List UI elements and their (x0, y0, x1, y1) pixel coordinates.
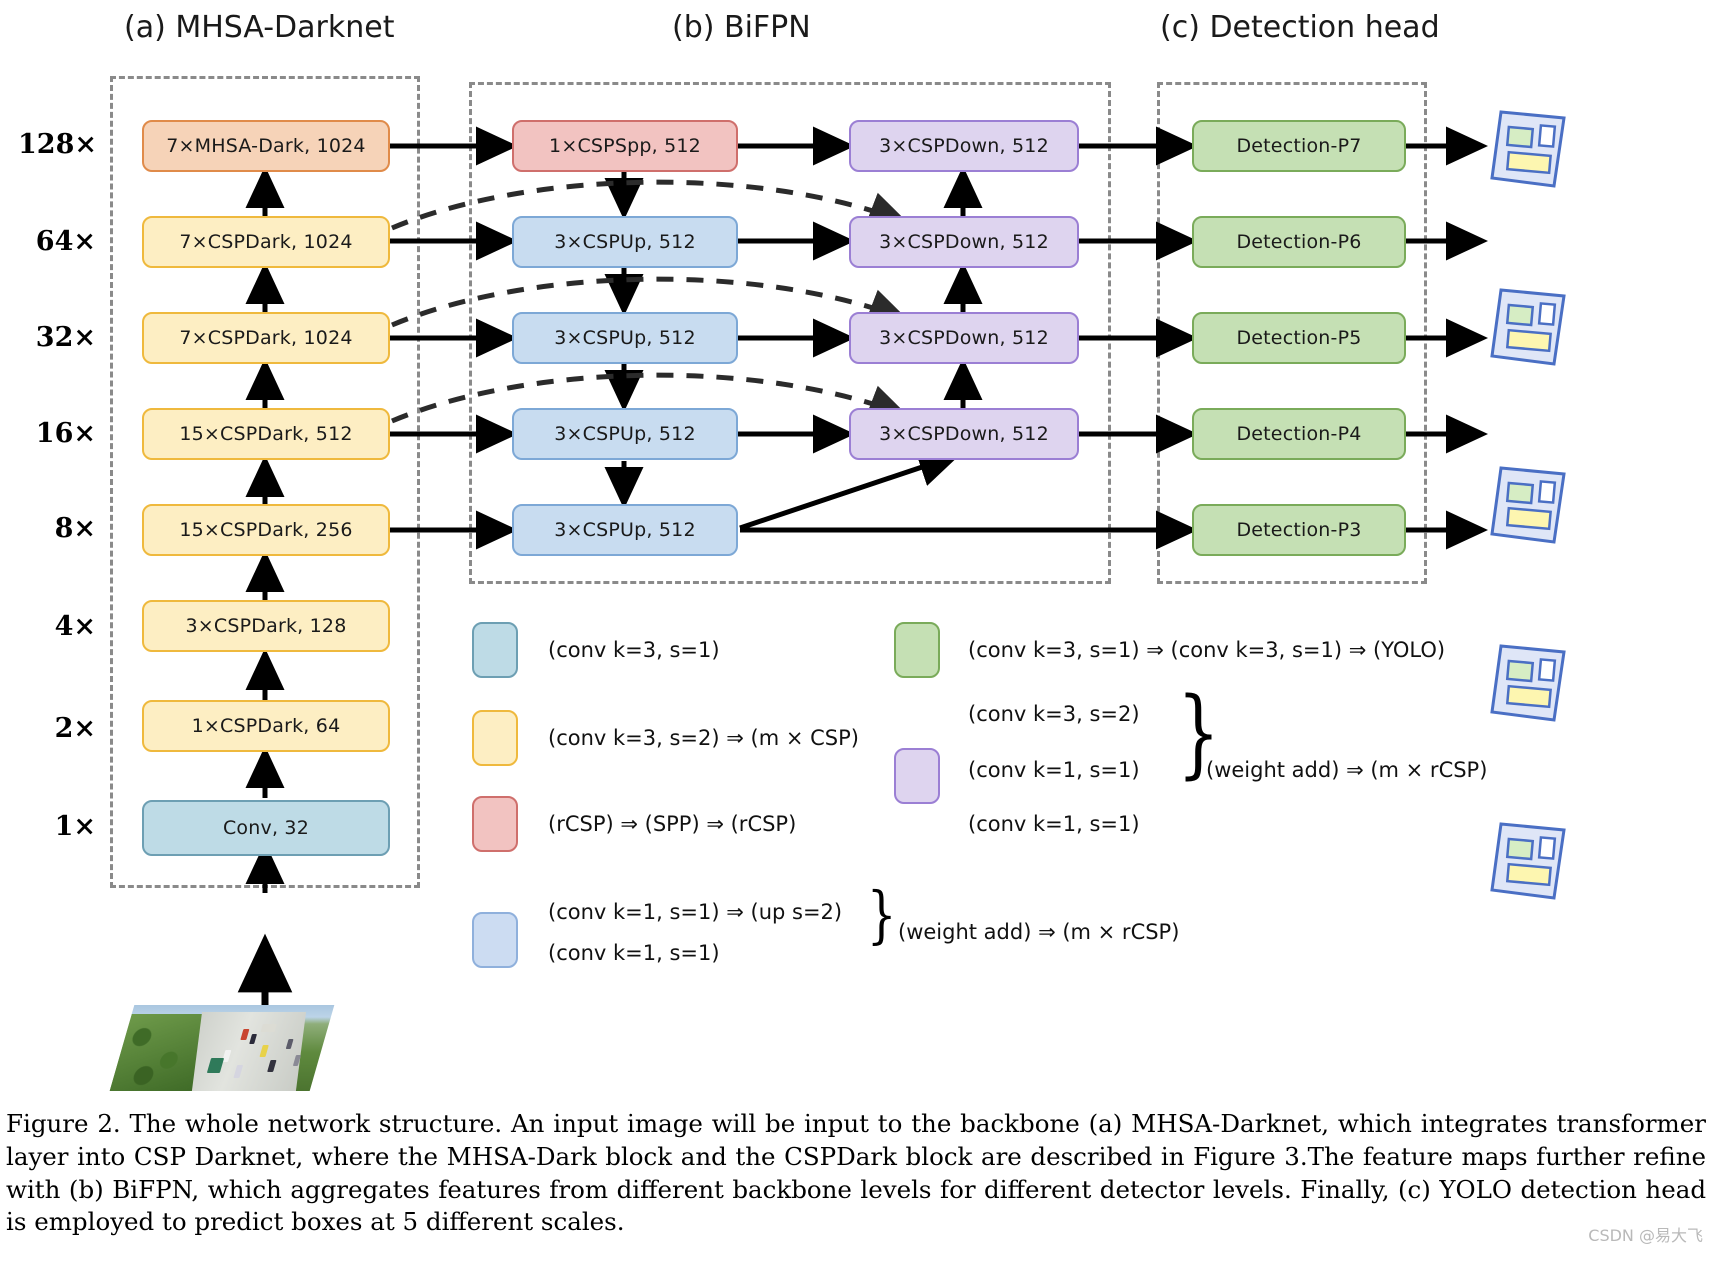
legend-swatch-cspspp (472, 796, 518, 852)
backbone-block-cspdark-128[interactable]: 3×CSPDark, 128 (142, 600, 390, 652)
input-image-thumbnail (109, 1005, 335, 1091)
legend-swatch-detection (894, 622, 940, 678)
legend-brace-cspup: } (866, 878, 897, 951)
backbone-block-cspdark-1024-b[interactable]: 7×CSPDark, 1024 (142, 312, 390, 364)
legend-brace-cspdown: } (1177, 677, 1220, 789)
output-feature-map-p3 (1488, 820, 1566, 902)
legend-label-cspdark: (conv k=3, s=2) ⇒ (m × CSP) (548, 726, 859, 750)
scale-label-4x: 4× (54, 611, 96, 642)
bifpn-block-cspdown-512-2[interactable]: 3×CSPDown, 512 (849, 216, 1079, 268)
legend-swatch-conv (472, 622, 518, 678)
legend-label-cspup-line1: (conv k=1, s=1) ⇒ (up s=2) (548, 900, 843, 924)
backbone-block-mhsa-dark-1024[interactable]: 7×MHSA-Dark, 1024 (142, 120, 390, 172)
legend-label-conv: (conv k=3, s=1) (548, 638, 720, 662)
legend-label-cspspp: (rCSP) ⇒ (SPP) ⇒ (rCSP) (548, 812, 797, 836)
frame-backbone (110, 76, 420, 888)
bifpn-block-cspup-512-2[interactable]: 3×CSPUp, 512 (512, 312, 738, 364)
legend-label-cspdown-result: (weight add) ⇒ (m × rCSP) (1206, 758, 1488, 782)
scale-label-128x: 128× (18, 129, 97, 160)
legend-label-cspup-result: (weight add) ⇒ (m × rCSP) (898, 920, 1180, 944)
bifpn-block-cspup-512-3[interactable]: 3×CSPUp, 512 (512, 408, 738, 460)
scale-label-16x: 16× (35, 418, 96, 449)
scale-label-8x: 8× (54, 513, 96, 544)
scale-label-32x: 32× (35, 322, 96, 353)
detection-block-p6[interactable]: Detection-P6 (1192, 216, 1406, 268)
legend-label-detection: (conv k=3, s=1) ⇒ (conv k=3, s=1) ⇒ (YOL… (968, 638, 1446, 662)
detection-block-p3[interactable]: Detection-P3 (1192, 504, 1406, 556)
detection-block-p5[interactable]: Detection-P5 (1192, 312, 1406, 364)
legend-swatch-cspdown (894, 748, 940, 804)
legend-label-cspdown-line2: (conv k=1, s=1) (968, 758, 1140, 782)
bifpn-block-cspdown-512-4[interactable]: 3×CSPDown, 512 (849, 408, 1079, 460)
backbone-block-cspdark-512[interactable]: 15×CSPDark, 512 (142, 408, 390, 460)
output-feature-map-p5 (1488, 464, 1566, 546)
output-feature-map-p6 (1488, 286, 1566, 368)
legend-swatch-cspdark (472, 710, 518, 766)
bifpn-block-cspspp-512[interactable]: 1×CSPSpp, 512 (512, 120, 738, 172)
section-title-detection-head: (c) Detection head (1160, 10, 1440, 45)
output-feature-map-p7 (1488, 108, 1566, 190)
detection-block-p7[interactable]: Detection-P7 (1192, 120, 1406, 172)
section-title-backbone: (a) MHSA-Darknet (124, 10, 395, 45)
output-feature-map-p4 (1488, 642, 1566, 724)
figure-caption: Figure 2. The whole network structure. A… (6, 1109, 1706, 1237)
bifpn-block-cspup-512-4[interactable]: 3×CSPUp, 512 (512, 504, 738, 556)
backbone-block-cspdark-64[interactable]: 1×CSPDark, 64 (142, 700, 390, 752)
bifpn-block-cspdown-512-1[interactable]: 3×CSPDown, 512 (849, 120, 1079, 172)
scale-label-1x: 1× (54, 811, 96, 842)
bifpn-block-cspdown-512-3[interactable]: 3×CSPDown, 512 (849, 312, 1079, 364)
section-title-bifpn: (b) BiFPN (672, 10, 811, 45)
frame-bifpn (469, 82, 1111, 584)
csdn-watermark: CSDN @易大飞 (1588, 1226, 1703, 1245)
scale-label-2x: 2× (54, 713, 96, 744)
legend-label-cspup-line2: (conv k=1, s=1) (548, 941, 720, 965)
legend-label-cspdown-line3: (conv k=1, s=1) (968, 812, 1140, 836)
backbone-block-cspdark-1024-a[interactable]: 7×CSPDark, 1024 (142, 216, 390, 268)
legend-label-cspdown-line1: (conv k=3, s=2) (968, 702, 1140, 726)
detection-block-p4[interactable]: Detection-P4 (1192, 408, 1406, 460)
backbone-block-cspdark-256[interactable]: 15×CSPDark, 256 (142, 504, 390, 556)
bifpn-block-cspup-512-1[interactable]: 3×CSPUp, 512 (512, 216, 738, 268)
legend-swatch-cspup (472, 912, 518, 968)
backbone-block-conv-32[interactable]: Conv, 32 (142, 800, 390, 856)
scale-label-64x: 64× (35, 226, 96, 257)
